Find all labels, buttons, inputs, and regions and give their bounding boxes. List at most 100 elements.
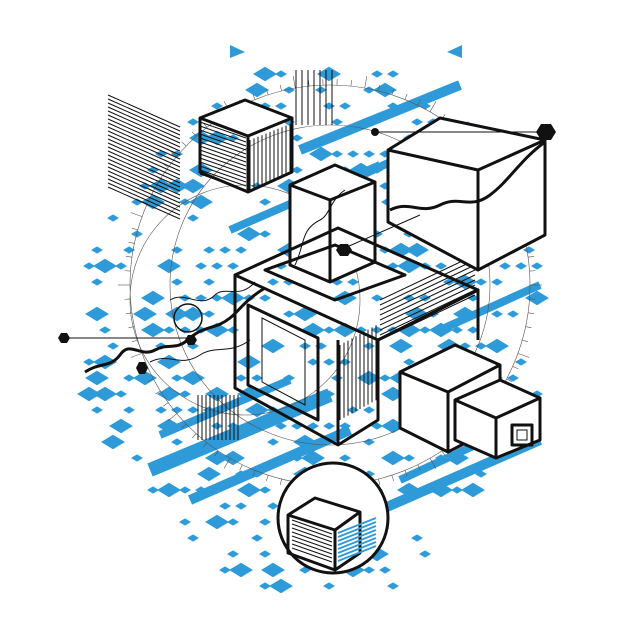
tall-box (288, 163, 377, 284)
blue-rhombus (323, 422, 335, 430)
blue-rhombus (107, 214, 119, 222)
blue-rhombus (467, 294, 479, 302)
blue-rhombus (507, 374, 519, 382)
tick (517, 353, 530, 358)
big-central-cube (233, 226, 480, 447)
blue-rhombus (77, 386, 101, 402)
blue-rhombus (259, 294, 271, 302)
tick (252, 470, 256, 477)
blue-rhombus (315, 86, 327, 94)
blue-rhombus (237, 482, 261, 498)
blue-rhombus (235, 374, 247, 382)
hatch-central-top (379, 259, 476, 306)
blue-rhombus (93, 258, 117, 274)
blue-rhombus (219, 502, 231, 510)
blue-rhombus (291, 166, 303, 174)
blue-rhombus (363, 406, 375, 414)
hatch-cube-face (199, 161, 247, 179)
blue-rhombus (227, 262, 239, 270)
blue-rhombus (221, 290, 245, 306)
tick (429, 458, 437, 469)
blue-rhombus (357, 370, 381, 386)
node-hexagon-center (185, 335, 197, 345)
blue-rhombus (379, 374, 391, 382)
blue-rhombus (363, 86, 375, 94)
tick (525, 326, 532, 329)
magnifier-blue-line (337, 537, 377, 554)
blue-rhombus (109, 418, 133, 434)
blue-rhombus (245, 82, 269, 98)
blue-rhombus (451, 486, 463, 494)
blue-rhombus (419, 102, 431, 110)
blue-rhombus (171, 374, 183, 382)
blue-rhombus (101, 434, 125, 450)
tick (391, 475, 394, 482)
hatch-left-block (107, 102, 181, 136)
blue-rhombus (259, 486, 271, 494)
hatch-left-block (107, 154, 181, 188)
tick (181, 141, 187, 147)
blue-rhombus (261, 338, 285, 354)
blue-rhombus (131, 230, 143, 238)
hatch-left-block (107, 166, 181, 200)
hatch-cube-face (199, 145, 247, 163)
tick (308, 80, 310, 87)
blue-rhombus (157, 258, 181, 274)
blue-rhombus (403, 454, 415, 462)
blue-rhombus (131, 198, 143, 206)
blue-rhombus (123, 406, 135, 414)
blue-rhombus (283, 310, 295, 318)
tick (417, 99, 421, 106)
hatch-cube-face (199, 141, 247, 159)
tick (252, 93, 256, 100)
blue-rhombus (235, 502, 247, 510)
hatch-central-top (379, 279, 476, 326)
magnifier-hatch (291, 517, 377, 563)
node-hexagon-mid (136, 362, 148, 374)
tick (404, 93, 408, 100)
blue-rhombus (259, 198, 271, 206)
blue-rhombus (267, 278, 279, 286)
blue-stripe (158, 376, 292, 439)
hatch-left-block (107, 122, 181, 156)
hatch-central-top (379, 264, 476, 311)
tick (417, 464, 421, 471)
tick (404, 470, 408, 477)
blue-rhombus (219, 246, 231, 254)
hatch-central-top (379, 254, 476, 301)
blue-rhombus (203, 310, 215, 318)
blue-rhombus (195, 262, 207, 270)
node-connectors (58, 124, 556, 374)
blue-rhombus (323, 582, 335, 590)
blue-rhombus (261, 562, 285, 578)
hatch-left-block (107, 170, 181, 204)
blue-rhombus (123, 374, 135, 382)
hatch-left-block (107, 126, 181, 160)
hatch-left-block (107, 142, 181, 176)
magnifier-hatch-line (291, 531, 333, 547)
blue-rhombus (309, 146, 333, 162)
blue-rhombus (235, 246, 247, 254)
blue-rhombus (269, 578, 293, 594)
blue-rhombus (403, 358, 415, 366)
hatch-left-block (107, 146, 181, 180)
magnifier-hatch-line (291, 543, 333, 559)
blue-rhombus (323, 326, 335, 334)
tick (163, 402, 169, 407)
blue-chevron (230, 45, 245, 58)
tick (391, 88, 394, 95)
tick (128, 326, 135, 329)
blue-rhombus (149, 178, 173, 194)
hatch-left-block (107, 174, 181, 208)
blue-rhombus (515, 262, 527, 270)
blue-rhombus (227, 550, 239, 558)
hatch-left-block (107, 106, 181, 140)
blue-rhombus (141, 290, 165, 306)
cube-top-left (198, 98, 294, 194)
tick (163, 163, 169, 168)
blue-rhombus (491, 310, 503, 318)
blue-rhombus (205, 386, 229, 402)
node-hexagon-left (58, 333, 70, 343)
tick (266, 475, 269, 482)
tick (364, 76, 368, 89)
